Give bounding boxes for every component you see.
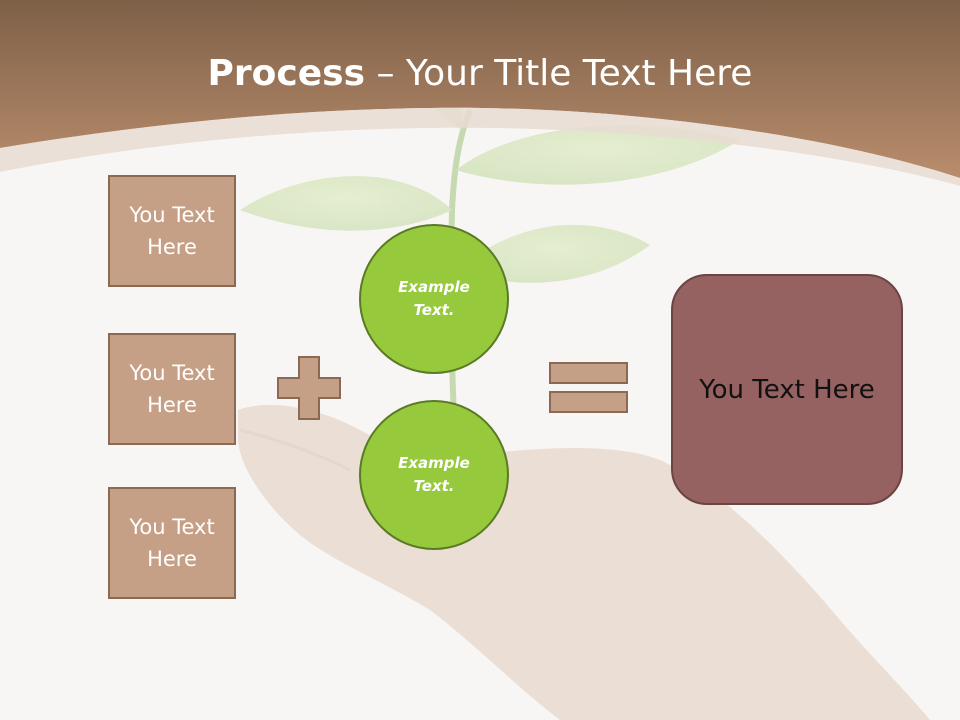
- text-box-label: You Text Here: [129, 203, 215, 259]
- plant-image: [240, 70, 740, 441]
- result-label: You Text Here: [699, 374, 875, 405]
- title-bold: Process: [207, 53, 366, 94]
- text-box-3[interactable]: You Text Here: [108, 487, 236, 599]
- example-circle-2[interactable]: Example Text.: [359, 400, 509, 550]
- text-box-label: You Text Here: [129, 361, 215, 417]
- text-box-label: You Text Here: [129, 515, 215, 571]
- example-circle-1[interactable]: Example Text.: [359, 224, 509, 374]
- text-box-1[interactable]: You Text Here: [108, 175, 236, 287]
- result-box[interactable]: You Text Here: [671, 274, 903, 505]
- text-box-2[interactable]: You Text Here: [108, 333, 236, 445]
- title-rest: – Your Title Text Here: [365, 53, 753, 94]
- slide-title: Process – Your Title Text Here: [0, 52, 960, 96]
- circle-label: Example Text.: [398, 454, 470, 495]
- circle-label: Example Text.: [398, 278, 470, 319]
- equals-icon: [549, 362, 628, 413]
- plus-icon: [277, 356, 341, 420]
